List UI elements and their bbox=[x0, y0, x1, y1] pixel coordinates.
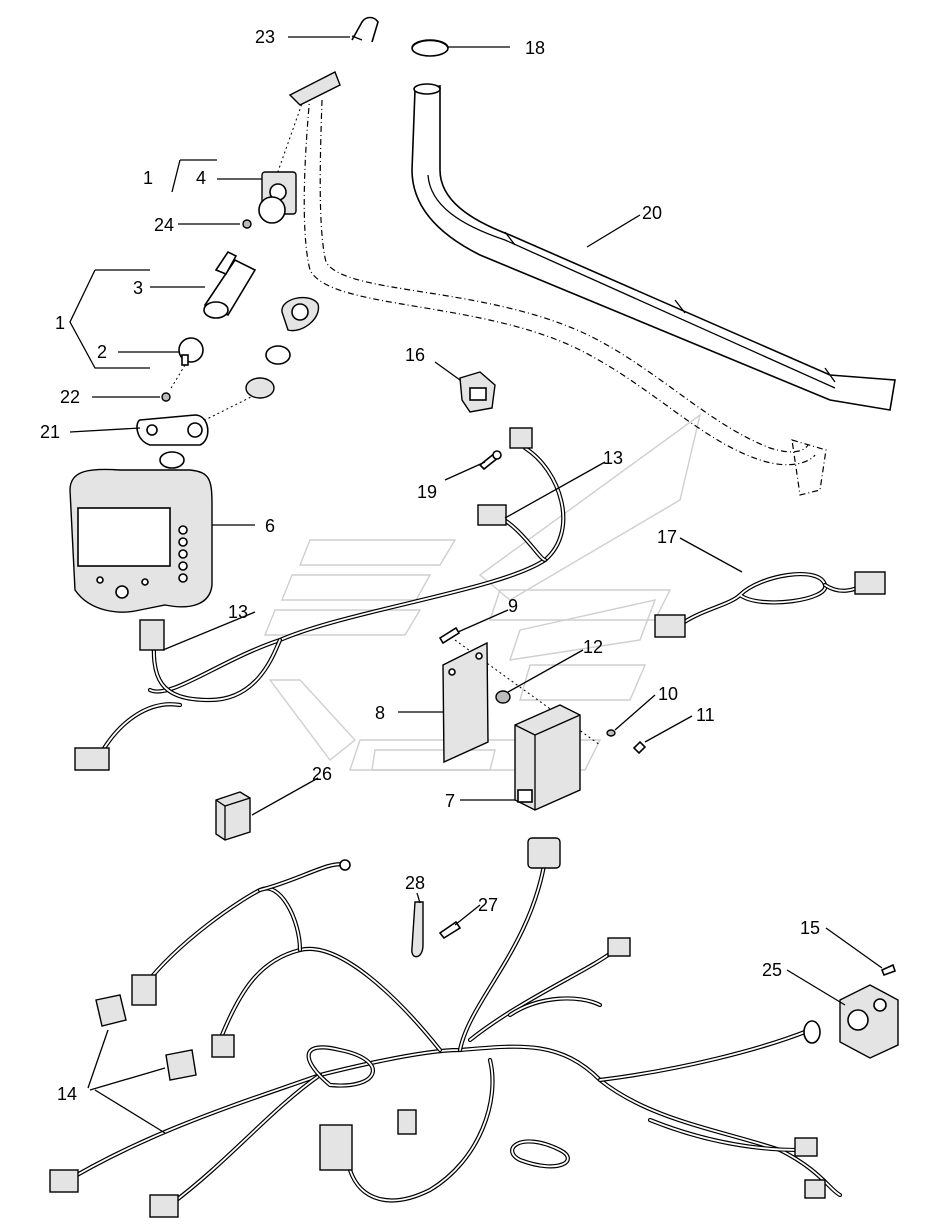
label-18: 18 bbox=[525, 38, 545, 58]
label-12: 12 bbox=[583, 637, 603, 657]
nut-part bbox=[242, 219, 252, 229]
label-20: 20 bbox=[642, 203, 662, 223]
mounting-plate bbox=[442, 641, 489, 764]
label-6: 6 bbox=[265, 516, 275, 536]
display-monitor-icon bbox=[69, 468, 213, 613]
connector-17-left bbox=[654, 614, 686, 638]
label-14: 14 bbox=[57, 1084, 77, 1104]
washer-10 bbox=[606, 729, 616, 737]
label-27: 27 bbox=[478, 895, 498, 915]
label-25: 25 bbox=[762, 960, 782, 980]
handle-part bbox=[203, 250, 257, 319]
main-harness bbox=[57, 857, 843, 1208]
washer-part-2 bbox=[159, 451, 185, 469]
connector-center bbox=[319, 1124, 353, 1171]
connector-13-mid bbox=[477, 504, 507, 526]
label-4: 4 bbox=[196, 168, 206, 188]
label-9: 9 bbox=[508, 596, 518, 616]
bolt-icon bbox=[478, 450, 502, 471]
cap-part bbox=[411, 39, 449, 57]
washer-leader bbox=[169, 364, 186, 391]
label-22: 22 bbox=[60, 387, 80, 407]
label-26: 26 bbox=[312, 764, 332, 784]
connector-left-b bbox=[211, 1034, 235, 1058]
clamp-28 bbox=[411, 901, 424, 958]
connector-right-b bbox=[804, 1179, 826, 1199]
connector-right-top bbox=[607, 937, 631, 957]
grommet-part bbox=[245, 377, 275, 399]
eyelet bbox=[339, 859, 351, 871]
label-3: 3 bbox=[133, 278, 143, 298]
connector-13-top bbox=[509, 427, 533, 449]
screw-27 bbox=[438, 920, 462, 940]
connector-left-a bbox=[131, 974, 157, 1006]
connector-bottom-left bbox=[49, 1169, 79, 1193]
relay-14-a bbox=[95, 994, 127, 1027]
connector-top-harness bbox=[527, 837, 561, 869]
mount-leader-2 bbox=[204, 394, 256, 421]
small-nut-part bbox=[161, 392, 171, 402]
connector-13-low bbox=[74, 747, 110, 771]
knob-part bbox=[281, 296, 320, 332]
relay-14-b bbox=[165, 1049, 197, 1081]
label-1a: 1 bbox=[143, 168, 153, 188]
connector-bottom-left-2 bbox=[149, 1194, 179, 1218]
label-13a: 13 bbox=[603, 448, 623, 468]
label-19: 19 bbox=[417, 482, 437, 502]
screw-15 bbox=[880, 963, 897, 977]
part-labels: 23 18 20 1 4 24 3 1 2 22 21 6 16 19 13 1… bbox=[40, 27, 820, 1104]
ball-knob-part bbox=[178, 337, 204, 366]
connector-17-right bbox=[854, 571, 886, 595]
bracket-icon bbox=[136, 414, 209, 446]
label-17: 17 bbox=[657, 527, 677, 547]
u-bolt-part bbox=[351, 16, 379, 43]
connector-icon bbox=[459, 371, 496, 413]
connector-center-2 bbox=[397, 1109, 417, 1135]
control-module bbox=[514, 704, 581, 811]
antenna-cable-route-2 bbox=[319, 99, 809, 453]
label-23: 23 bbox=[255, 27, 275, 47]
relay-icon bbox=[215, 791, 251, 841]
connector-right-a bbox=[794, 1137, 818, 1157]
power-socket bbox=[803, 984, 899, 1059]
nut-12 bbox=[495, 690, 511, 704]
antenna-cable-route bbox=[303, 94, 816, 466]
antenna-mast-icon bbox=[411, 83, 896, 411]
label-15: 15 bbox=[800, 918, 820, 938]
label-21: 21 bbox=[40, 422, 60, 442]
washer-part bbox=[265, 345, 291, 365]
label-7: 7 bbox=[445, 791, 455, 811]
label-10: 10 bbox=[658, 684, 678, 704]
mount-leader bbox=[274, 94, 306, 181]
bolt-9 bbox=[438, 626, 461, 645]
label-1b: 1 bbox=[55, 313, 65, 333]
leader-lines bbox=[69, 36, 883, 1134]
label-2: 2 bbox=[97, 342, 107, 362]
label-11: 11 bbox=[696, 705, 715, 725]
label-28: 28 bbox=[405, 873, 425, 893]
label-13b: 13 bbox=[228, 602, 248, 622]
antenna-plate-right bbox=[791, 439, 827, 496]
antenna-plate bbox=[288, 71, 341, 106]
connector-13-left bbox=[139, 619, 165, 651]
ball-mount-part bbox=[258, 171, 297, 224]
label-16: 16 bbox=[405, 345, 425, 365]
label-8: 8 bbox=[375, 703, 385, 723]
bolt-11 bbox=[632, 740, 647, 755]
label-24: 24 bbox=[154, 215, 174, 235]
